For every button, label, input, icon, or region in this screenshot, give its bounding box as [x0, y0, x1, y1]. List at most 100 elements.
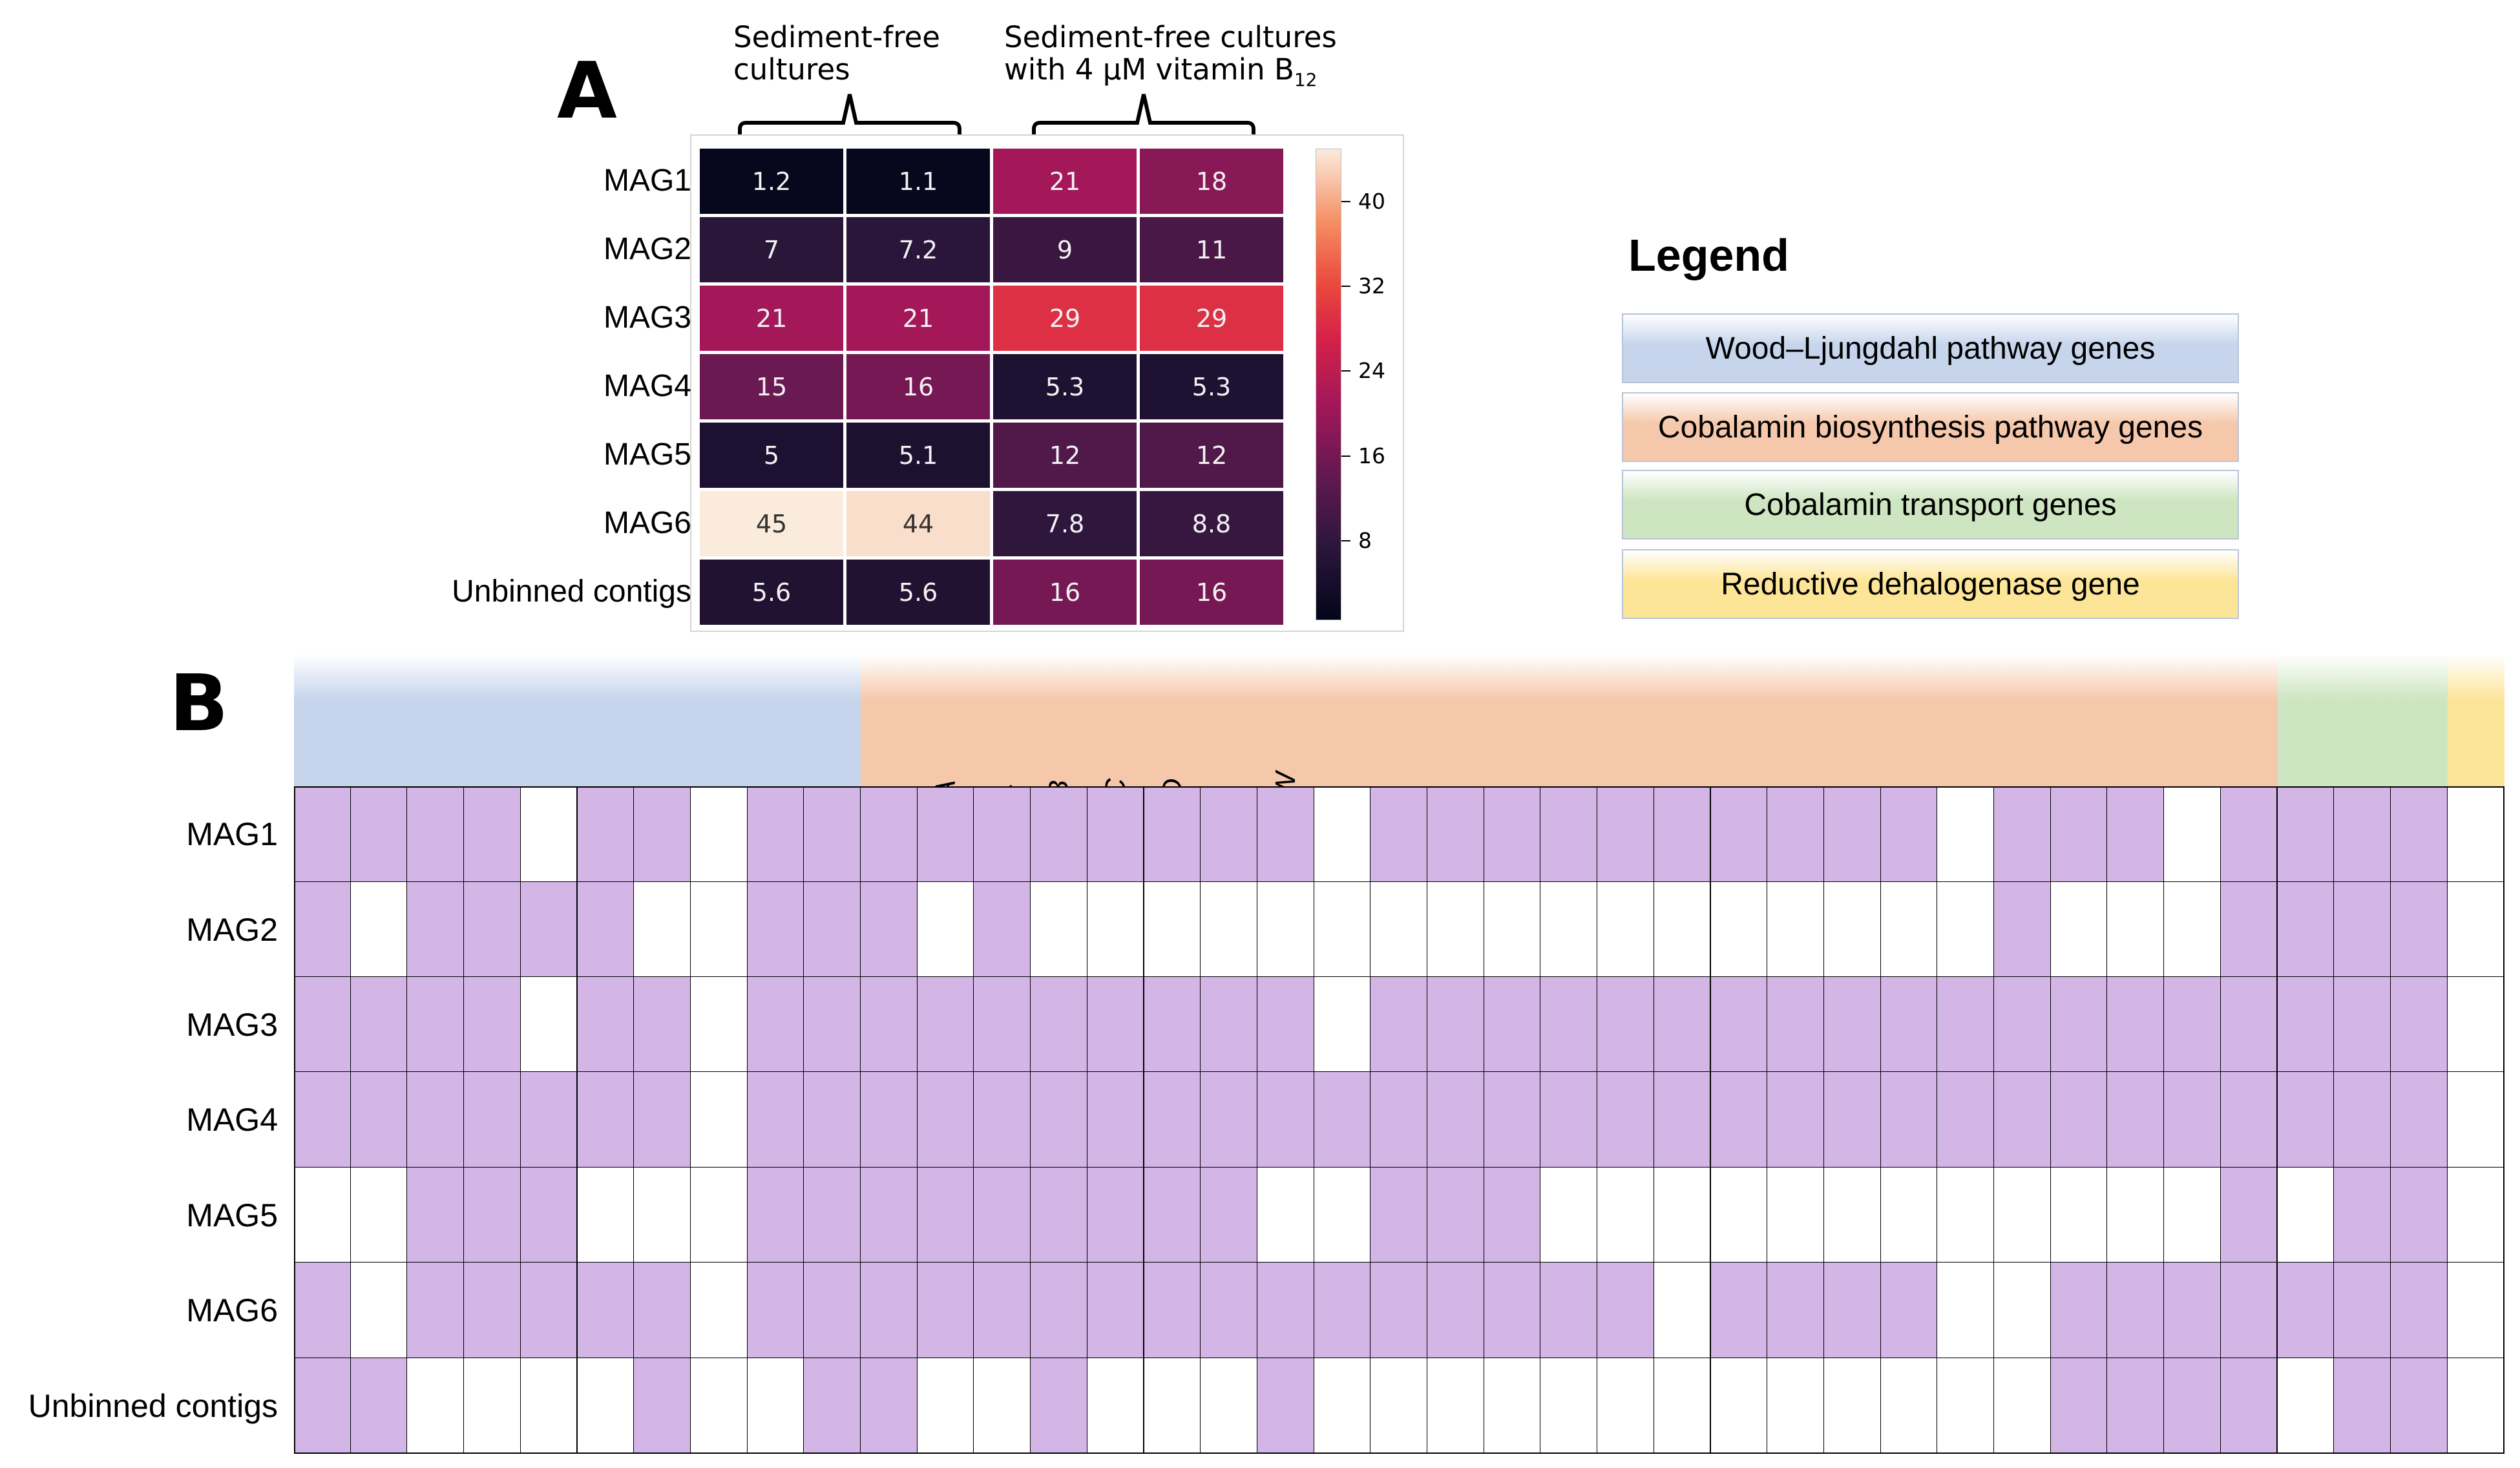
gene-present-cell [2277, 786, 2335, 883]
gene-present-cell [350, 977, 408, 1073]
gene-present-cell [464, 882, 521, 978]
gene-present-cell [1370, 1263, 1428, 1359]
gene-absent-cell [1201, 1358, 1258, 1454]
gene-present-cell [1540, 1263, 1599, 1359]
gene-absent-cell [1314, 977, 1372, 1073]
gene-absent-cell [1823, 1358, 1882, 1454]
gene-absent-cell [2447, 1168, 2505, 1263]
heatmap-cell: 12 [993, 423, 1137, 488]
gene-present-cell [747, 786, 805, 883]
gene-present-cell [1370, 977, 1428, 1073]
gene-absent-cell [1314, 786, 1372, 883]
gene-present-cell [1540, 1072, 1599, 1168]
gene-absent-cell [1823, 1168, 1882, 1263]
column-group-2-subscript: 12 [1294, 69, 1318, 90]
gene-present-cell [464, 1072, 521, 1168]
gene-present-cell [2107, 786, 2165, 883]
gene-present-cell [804, 786, 861, 883]
gene-absent-cell [1427, 882, 1485, 978]
gene-present-cell [2107, 1263, 2165, 1359]
gene-present-cell [2334, 1168, 2391, 1263]
gene-present-cell [2050, 786, 2108, 883]
gene-present-cell [1144, 1168, 1202, 1263]
gene-present-cell [520, 1072, 578, 1168]
heatmap-cell: 15 [700, 354, 843, 419]
column-group-1-line1: Sediment-free [733, 20, 940, 54]
colorbar-tick [1341, 370, 1350, 372]
gene-present-cell [1087, 977, 1145, 1073]
gene-column-header: ackA [804, 654, 861, 854]
heatmap-cell: 16 [1140, 560, 1283, 625]
heatmap-cell: 21 [993, 149, 1137, 214]
gene-present-cell [350, 1072, 408, 1168]
gene-absent-cell [1144, 1358, 1202, 1454]
gene-table-row-label: MAG1 [186, 816, 278, 852]
gene-absent-cell [1880, 882, 1938, 978]
gene-absent-cell [1654, 1263, 1712, 1359]
gene-present-cell [1257, 977, 1315, 1073]
gene-table-row-label: MAG3 [186, 1006, 278, 1043]
gene-present-cell [1710, 1072, 1769, 1168]
gene-present-cell [861, 1263, 918, 1359]
gene-absent-cell [2447, 1358, 2505, 1454]
gene-absent-cell [2107, 882, 2165, 978]
gene-absent-cell [520, 786, 578, 883]
gene-present-cell [2390, 1358, 2448, 1454]
gene-present-cell [2164, 977, 2221, 1073]
gene-column-header: cobD [2107, 654, 2165, 854]
gene-absent-cell [1484, 882, 1542, 978]
gene-absent-cell [464, 1358, 521, 1454]
gene-absent-cell [1144, 882, 1202, 978]
gene-column-header: met [520, 654, 578, 854]
heatmap-cell: 18 [1140, 149, 1283, 214]
gene-absent-cell [1427, 1358, 1485, 1454]
gene-present-cell [1427, 977, 1485, 1073]
gene-absent-cell [1994, 1358, 2052, 1454]
gene-present-cell [2334, 1072, 2391, 1168]
gene-column-header: hemW [1257, 654, 1315, 854]
gene-present-cell [804, 1358, 861, 1454]
colorbar-tick-label: 8 [1358, 527, 1372, 553]
gene-present-cell [1937, 977, 1995, 1073]
gene-absent-cell [1937, 1358, 1995, 1454]
gene-present-cell [1880, 1263, 1938, 1359]
gene-present-cell [1031, 1168, 1088, 1263]
heatmap-cell: 1.2 [700, 149, 843, 214]
gene-present-cell [1767, 1072, 1825, 1168]
gene-column-header: hemD [1144, 654, 1202, 854]
gene-present-cell [2220, 1072, 2278, 1168]
colorbar-tick [1341, 286, 1350, 288]
gene-present-cell [1370, 1168, 1428, 1263]
gene-present-cell [1767, 977, 1825, 1073]
gene-present-cell [1144, 1263, 1202, 1359]
gene-present-cell [577, 1072, 635, 1168]
gene-absent-cell [1257, 1168, 1315, 1263]
gene-present-cell [1314, 1263, 1372, 1359]
gene-present-cell [1201, 1072, 1258, 1168]
gene-present-cell [917, 1168, 975, 1263]
gene-absent-cell [350, 1263, 408, 1359]
gene-absent-cell [2447, 786, 2505, 883]
column-group-2-header: Sediment-free cultures with 4 µM vitamin… [1004, 21, 1337, 96]
gene-present-cell [804, 1168, 861, 1263]
gene-present-cell [350, 1358, 408, 1454]
gene-present-cell [1484, 1263, 1542, 1359]
gene-absent-cell [690, 977, 748, 1073]
gene-absent-cell [1880, 1358, 1938, 1454]
gene-absent-cell [1540, 1168, 1599, 1263]
gene-present-cell [2390, 786, 2448, 883]
gene-column-header: btuF [2390, 654, 2448, 854]
gene-present-cell [974, 1072, 1032, 1168]
gene-absent-cell [690, 1358, 748, 1454]
gene-present-cell [974, 1168, 1032, 1263]
gene-present-cell [1031, 977, 1088, 1073]
gene-present-cell [1201, 786, 1258, 883]
gene-present-cell [1994, 786, 2052, 883]
panel-b-label: B [169, 659, 229, 749]
heatmap-cell: 29 [1140, 286, 1283, 351]
gene-present-cell [2334, 882, 2391, 978]
gene-present-cell [2220, 786, 2278, 883]
gene-absent-cell [1994, 1263, 2052, 1359]
gene-present-cell [747, 882, 805, 978]
